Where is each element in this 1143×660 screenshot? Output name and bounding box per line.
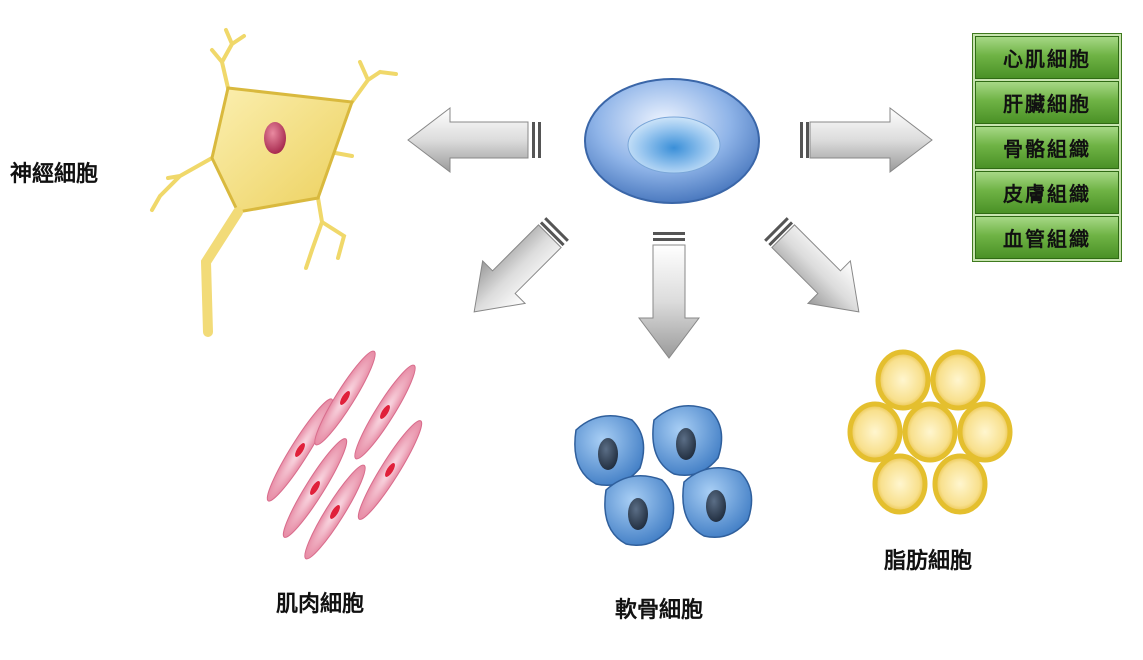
stem-cell-icon bbox=[584, 78, 760, 204]
tissue-item-cardiomyocyte: 心肌細胞 bbox=[975, 36, 1119, 79]
neuron-icon bbox=[150, 28, 398, 337]
muscle-cells-icon bbox=[266, 350, 423, 560]
tissue-item-hepatocyte: 肝臟細胞 bbox=[975, 81, 1119, 124]
tissue-item-skin: 皮膚組織 bbox=[975, 171, 1119, 214]
arrow-to-muscle-icon bbox=[473, 217, 569, 313]
cartilage-cells-icon bbox=[574, 405, 753, 546]
tissue-list: 心肌細胞 肝臟細胞 骨骼組織 皮膚組織 血管組織 bbox=[972, 33, 1122, 262]
arrow-to-neuron-icon bbox=[407, 106, 541, 174]
fat-label: 脂肪細胞 bbox=[884, 548, 973, 574]
muscle-label: 肌肉細胞 bbox=[276, 591, 365, 617]
tissue-item-skeletal: 骨骼組織 bbox=[975, 126, 1119, 169]
fat-cells-icon bbox=[847, 349, 1013, 515]
tissue-item-vascular: 血管組織 bbox=[975, 216, 1119, 259]
arrow-to-tissues-icon bbox=[800, 106, 933, 174]
arrow-to-fat-icon bbox=[764, 217, 860, 313]
arrow-to-cartilage-icon bbox=[638, 232, 700, 359]
cartilage-label: 軟骨細胞 bbox=[615, 597, 704, 623]
neuron-label: 神經細胞 bbox=[10, 161, 99, 187]
